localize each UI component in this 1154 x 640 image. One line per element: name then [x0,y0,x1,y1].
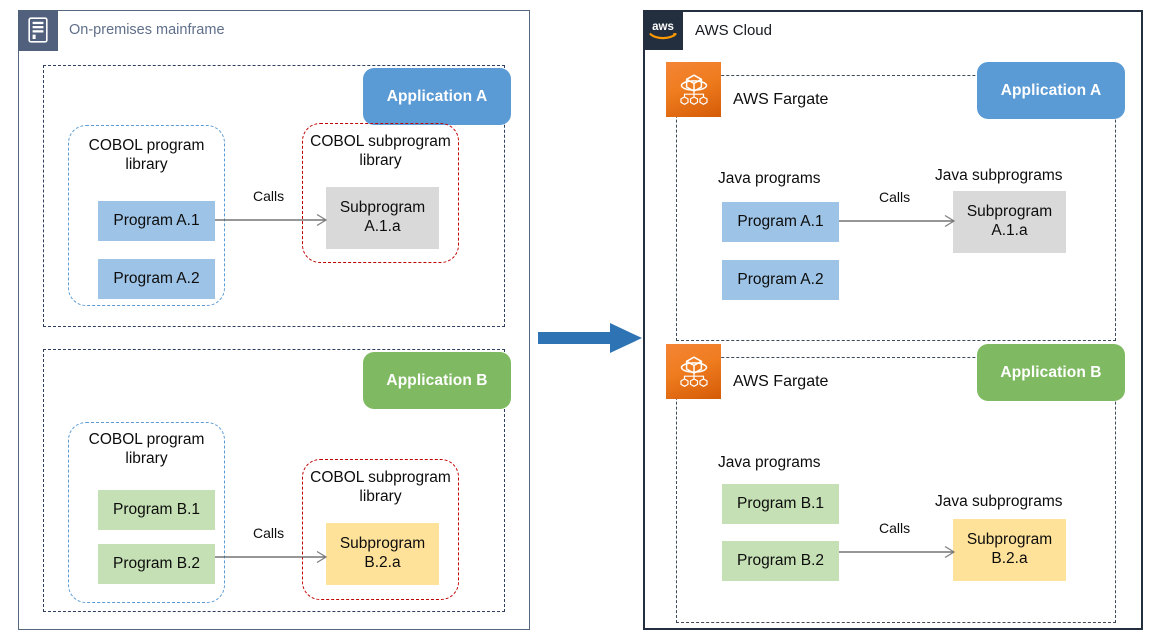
calls-arrow-b-onprem [215,550,328,564]
cobol-program-library-a-caption: COBOL program library [68,137,225,175]
library-caption-line2: library [125,155,168,173]
svg-text:aws: aws [652,21,674,33]
calls-label-b-onprem: Calls [253,525,285,541]
java-subprograms-caption-b: Java subprograms [935,493,1063,510]
library-caption-line2: library [359,487,402,505]
program-b1-block-onprem[interactable]: Program B.1 [98,490,215,530]
program-a2-label: Program A.2 [113,269,200,287]
program-b1-block-aws[interactable]: Program B.1 [722,484,839,524]
application-b-badge-aws[interactable]: Application B [977,344,1125,401]
program-a2-block-aws[interactable]: Program A.2 [722,260,839,300]
onpremises-panel-title: On-premises mainframe [69,22,225,38]
calls-label-a-aws: Calls [879,189,911,205]
aws-fargate-label-b: AWS Fargate [733,373,829,390]
subprogram-label-line1: Subprogram [339,535,426,553]
application-a-badge-aws[interactable]: Application A [977,62,1125,119]
migration-right-arrow-icon [538,323,642,353]
subprogram-b2a-block-onprem[interactable]: Subprogram B.2.a [326,523,439,585]
calls-arrow-a-aws [839,214,956,228]
subprogram-label-line2: B.2.a [364,554,401,571]
cobol-subprogram-library-a-box [302,123,459,263]
library-caption-line2: library [125,449,168,467]
cobol-program-library-b-box [68,422,225,603]
program-a1-block-onprem[interactable]: Program A.1 [98,201,215,241]
aws-fargate-icon [666,62,721,117]
application-a-group-aws [676,75,1116,341]
program-a2-block-onprem[interactable]: Program A.2 [98,259,215,299]
cobol-subprogram-library-a-caption: COBOL subprogram library [302,133,459,171]
application-b-badge-onprem[interactable]: Application B [363,352,511,409]
program-a1-label: Program A.1 [737,212,824,230]
calls-label-b-aws: Calls [879,520,911,536]
library-caption-line1: COBOL program [88,137,205,154]
calls-arrow-b-aws [839,545,956,559]
application-b-group-onprem [43,349,505,612]
cobol-program-library-a-box [68,125,225,306]
application-a-badge-label: Application A [1000,81,1102,99]
program-a1-block-aws[interactable]: Program A.1 [722,202,839,242]
aws-panel-title: AWS Cloud [695,22,772,39]
program-b2-label: Program B.2 [112,554,200,572]
program-b1-label: Program B.1 [112,500,200,518]
onpremises-mainframe-panel: On-premises mainframe Application A COBO… [17,9,530,630]
subprogram-label-line1: Subprogram [966,531,1053,549]
program-b1-label: Program B.1 [736,494,824,512]
aws-logo-icon: aws [643,10,683,50]
aws-fargate-label-a: AWS Fargate [733,91,829,108]
calls-label-a-onprem: Calls [253,188,285,204]
program-a2-label: Program A.2 [737,270,824,288]
subprogram-label-line2: A.1.a [364,218,401,235]
subprogram-label-line1: Subprogram [339,199,426,217]
aws-cloud-panel: aws AWS Cloud [643,10,1143,630]
java-programs-caption-b: Java programs [718,454,821,471]
application-b-badge-label: Application B [1000,363,1102,381]
program-b2-block-aws[interactable]: Program B.2 [722,541,839,581]
program-b2-label: Program B.2 [736,551,824,569]
mainframe-server-icon [17,9,58,51]
java-subprograms-caption-a: Java subprograms [935,167,1063,184]
subprogram-a1a-block-onprem[interactable]: Subprogram A.1.a [326,187,439,249]
calls-arrow-a-onprem [215,213,328,227]
cobol-subprogram-library-b-caption: COBOL subprogram library [302,469,459,507]
java-programs-caption-a: Java programs [718,170,821,187]
application-a-badge-onprem[interactable]: Application A [363,68,511,125]
library-caption-line1: COBOL subprogram [310,469,451,486]
subprogram-a1a-block-aws[interactable]: Subprogram A.1.a [953,191,1066,253]
application-b-badge-label: Application B [386,371,488,389]
subprogram-label-line2: A.1.a [991,222,1028,239]
application-a-group-onprem [43,65,505,327]
application-b-group-aws [676,357,1116,623]
library-caption-line2: library [359,151,402,169]
cobol-program-library-b-caption: COBOL program library [68,431,225,469]
program-a1-label: Program A.1 [113,211,200,229]
subprogram-label-line1: Subprogram [966,203,1053,221]
subprogram-b2a-block-aws[interactable]: Subprogram B.2.a [953,519,1066,581]
cobol-subprogram-library-b-box [302,459,459,600]
program-b2-block-onprem[interactable]: Program B.2 [98,544,215,584]
application-a-badge-label: Application A [386,87,488,105]
aws-fargate-icon [666,344,721,399]
library-caption-line1: COBOL subprogram [310,133,451,150]
subprogram-label-line2: B.2.a [991,550,1028,567]
library-caption-line1: COBOL program [88,431,205,448]
